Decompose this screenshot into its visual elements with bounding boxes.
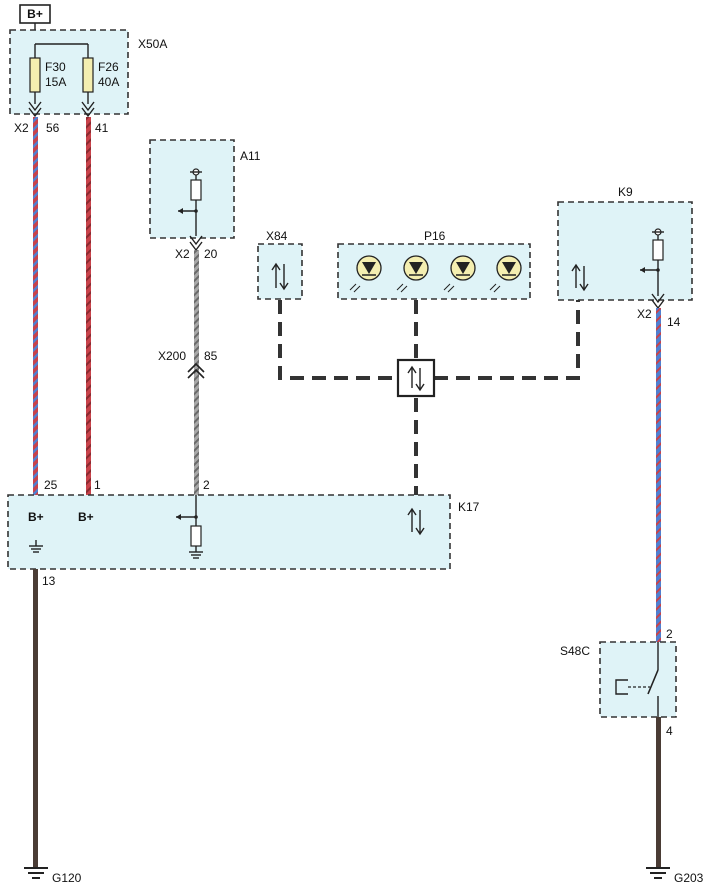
k9-box [557, 201, 693, 301]
component-a11: A11 X2 20 [149, 139, 261, 261]
bidirectional-arrow-icon [407, 507, 417, 532]
connector-chevron-icon [187, 362, 205, 379]
k17-label: K17 [458, 500, 480, 514]
arrow-left-icon [176, 514, 181, 520]
component-k17: K17 25 1 2 B+ B+ 13 [7, 478, 480, 588]
a11-connector-label: X2 [175, 247, 190, 261]
led-2-icon [396, 255, 429, 293]
x200-pin-85: 85 [204, 349, 218, 363]
ground-g120-label: G120 [52, 871, 82, 885]
bus-junction [396, 358, 436, 398]
k9-pin-14: 14 [667, 315, 681, 329]
wire-13-to-g120 [33, 569, 38, 867]
k17-pin-1: 1 [94, 478, 101, 492]
k17-bplus-label-1: B+ [28, 510, 44, 524]
connector-chevron-icon [28, 101, 42, 118]
x200-label: X200 [158, 349, 186, 363]
k17-pin-25: 25 [44, 478, 58, 492]
switch-s48c: S48C 2 4 [560, 627, 677, 738]
s48c-pin-2: 2 [666, 627, 673, 641]
wire-56-to-25 [33, 117, 38, 495]
fuse-f30-id: F30 [45, 60, 66, 74]
x50a-label: X50A [138, 37, 167, 51]
resistor-icon [652, 239, 664, 261]
k9-label: K9 [618, 185, 633, 199]
wire-4-to-g203 [656, 717, 661, 867]
switch-actuator-icon [615, 679, 628, 695]
component-p16: P16 [337, 229, 531, 300]
ground-g203-label: G203 [674, 871, 704, 885]
resistor-icon [190, 525, 202, 547]
x84-label: X84 [266, 229, 288, 243]
k17-box [7, 494, 451, 570]
data-bus [278, 300, 580, 495]
ground-g120-icon [24, 867, 48, 879]
fuse-f26-rating: 40A [98, 75, 119, 89]
fuse-f26-icon [82, 57, 94, 93]
p16-label: P16 [424, 229, 446, 243]
bidirectional-arrow-icon [271, 262, 281, 288]
wire-14-to-s48c [656, 308, 661, 642]
s48c-box [599, 641, 677, 718]
k17-bplus-label-2: B+ [78, 510, 94, 524]
resistor-icon [190, 179, 202, 201]
ground-symbol-icon [189, 546, 203, 559]
led-3-icon [443, 255, 476, 293]
switch-contact-icon [647, 669, 659, 695]
wire-20-to-2 [194, 250, 199, 495]
x50a-connector-label: X2 [14, 121, 29, 135]
s48c-pin-4: 4 [666, 724, 673, 738]
arrow-left-icon [178, 208, 183, 214]
ground-g203-icon [646, 867, 670, 879]
fuse-f30-rating: 15A [45, 75, 66, 89]
inline-connector-x200: X200 85 [158, 349, 218, 379]
led-1-icon [349, 255, 382, 293]
k17-pin-13: 13 [42, 574, 56, 588]
component-x84: X84 [257, 229, 303, 300]
s48c-label: S48C [560, 644, 590, 658]
bidirectional-arrow-icon [407, 365, 417, 388]
bidirectional-arrow-icon [571, 263, 581, 288]
fuse-f26-id: F26 [98, 60, 119, 74]
fuse-block-x50a: X50A F30 15A F26 40A X2 56 41 [9, 29, 167, 135]
x50a-pin-41: 41 [95, 121, 109, 135]
component-k9: K9 X2 14 [557, 185, 693, 329]
x84-box [257, 243, 303, 300]
k9-connector-label: X2 [637, 307, 652, 321]
connector-chevron-icon [81, 101, 95, 118]
x50a-pin-56: 56 [46, 121, 60, 135]
k17-pin-2: 2 [203, 478, 210, 492]
a11-pin-20: 20 [204, 247, 218, 261]
arrow-left-icon [640, 267, 645, 273]
led-4-icon [489, 255, 522, 293]
ground-symbol-icon [29, 540, 43, 553]
wire-41-to-1 [86, 117, 91, 495]
source-label: B+ [27, 7, 43, 21]
a11-label: A11 [240, 149, 261, 163]
fuse-f30-icon [29, 57, 41, 93]
